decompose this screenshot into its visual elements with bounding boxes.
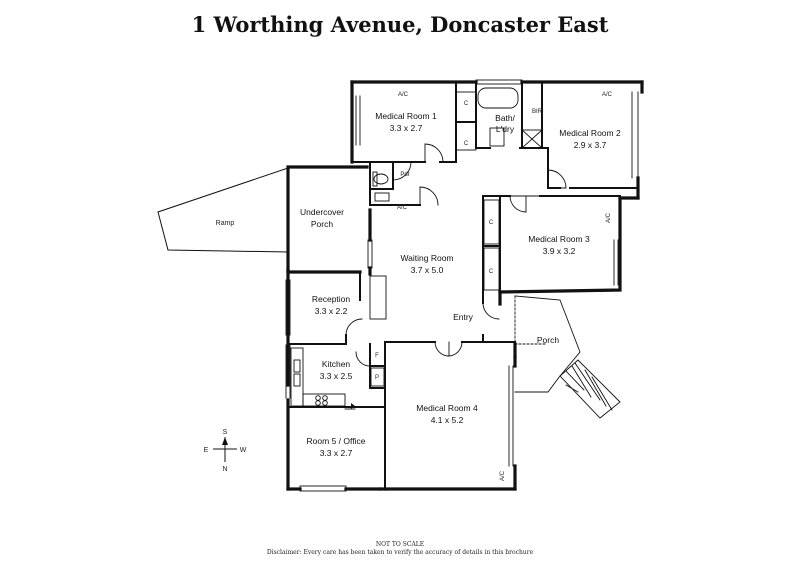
ac-label-medical-4: A/C <box>500 470 506 481</box>
reception-name: Reception <box>312 294 351 304</box>
bir-label: BIR <box>532 109 543 115</box>
ac-label-pdr: A/C <box>397 205 408 211</box>
medical-room-4-size: 4.1 x 5.2 <box>431 415 464 425</box>
waiting-room-name: Waiting Room <box>400 253 453 263</box>
pantry-label: P <box>375 375 379 381</box>
ac-label-medical-3: A/C <box>606 212 612 223</box>
plan-title: 1 Worthing Avenue, Doncaster East <box>191 12 609 37</box>
office-name: Room 5 / Office <box>307 436 366 446</box>
door-swings <box>344 143 567 410</box>
medical-room-2-size: 2.9 x 3.7 <box>574 140 607 150</box>
kitchen-name: Kitchen <box>322 359 351 369</box>
waiting-room-size: 3.7 x 5.0 <box>411 265 444 275</box>
fridge-label: F <box>375 353 379 359</box>
ac-label-medical-1: A/C <box>398 92 409 98</box>
ac-label-medical-2: A/C <box>602 92 613 98</box>
disclaimer: Disclaimer: Every care has been taken to… <box>266 549 534 556</box>
medical-room-3-name: Medical Room 3 <box>528 234 590 244</box>
kitchen-arrow <box>351 403 355 409</box>
bath-laundry-line2: L'dry <box>496 124 515 134</box>
medical-room-1-name: Medical Room 1 <box>375 111 437 121</box>
medical-room-1-size: 3.3 x 2.7 <box>390 123 423 133</box>
compass-n-label: N <box>222 466 227 473</box>
medical-room-4-name: Medical Room 4 <box>416 403 478 413</box>
cupboard-label: C <box>489 220 494 226</box>
medical-room-2-name: Medical Room 2 <box>559 128 621 138</box>
thin-details <box>285 79 639 492</box>
compass: S E W N <box>204 429 247 473</box>
compass-s-label: S <box>223 429 228 436</box>
ramp-outline <box>157 167 289 253</box>
bath-laundry-line1: Bath/ <box>495 113 515 123</box>
compass-w-label: W <box>240 447 247 454</box>
undercover-porch-line1: Undercover <box>300 207 344 217</box>
office-size: 3.3 x 2.7 <box>320 448 353 458</box>
medical-room-3-size: 3.9 x 3.2 <box>543 246 576 256</box>
kitchen-size: 3.3 x 2.5 <box>320 371 353 381</box>
entry-label: Entry <box>453 312 474 322</box>
undercover-porch-line2: Porch <box>311 219 333 229</box>
porch-label: Porch <box>537 335 559 345</box>
cupboard-label: C <box>464 141 469 147</box>
ramp-label: Ramp <box>216 220 235 227</box>
compass-e-label: E <box>204 447 209 454</box>
cupboard-label: C <box>489 269 494 275</box>
powder-room-label: Pdr <box>400 172 409 178</box>
cupboard-label: C <box>464 101 469 107</box>
reception-size: 3.3 x 2.2 <box>315 306 348 316</box>
scale-note: NOT TO SCALE <box>375 541 425 548</box>
